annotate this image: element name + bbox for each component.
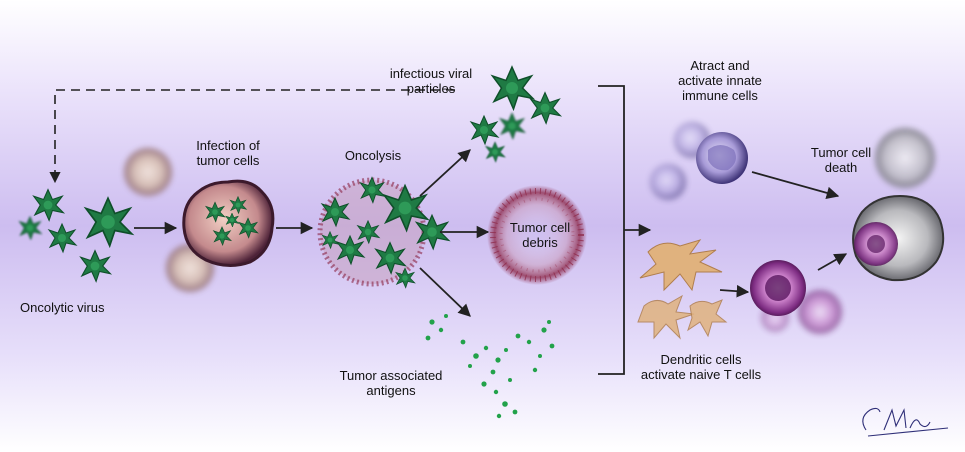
dying-tumor-cell [852, 194, 945, 282]
infected-tumor-cell [182, 179, 275, 267]
label-attract-line1: Atract and [690, 58, 750, 73]
tumor-antigen-dots [425, 314, 555, 419]
label-tumor-cell-debris: Tumor cell debris [500, 220, 580, 250]
label-antigens-line2: antigens [366, 383, 416, 398]
label-particles-line1: infectious viral [389, 66, 473, 81]
label-attract-innate-immune: Atract and activate innate immune cells [660, 58, 780, 103]
label-debris-line2: debris [522, 235, 558, 250]
label-dendritic-line2: activate naive T cells [640, 367, 762, 382]
label-death-line2: death [824, 160, 858, 175]
label-attract-line3: immune cells [682, 88, 758, 103]
label-tumor-associated-antigens: Tumor associated antigens [326, 368, 456, 398]
activated-t-cell [750, 260, 806, 316]
label-infection-line2: tumor cells [196, 153, 260, 168]
label-infectious-viral-particles: infectious viral particles [376, 66, 486, 96]
label-infection-of-tumor-cells: Infection of tumor cells [183, 138, 273, 168]
label-death-line1: Tumor cell [810, 145, 872, 160]
label-particles-line2: particles [406, 81, 456, 96]
innate-immune-cell [696, 132, 748, 184]
label-tumor-cell-death: Tumor cell death [796, 145, 886, 175]
label-dendritic-cells: Dendritic cells activate naive T cells [626, 352, 776, 382]
dendritic-cells [637, 239, 728, 340]
label-attract-line2: activate innate [678, 73, 762, 88]
label-infection-line1: Infection of [196, 138, 260, 153]
flow-arrows [134, 85, 848, 375]
oncolysis-cell [317, 176, 450, 289]
label-oncolysis: Oncolysis [344, 148, 402, 163]
tumor-cell-debris [487, 185, 587, 285]
label-oncolytic-virus: Oncolytic virus [20, 300, 105, 315]
label-antigens-line1: Tumor associated [339, 368, 443, 383]
label-debris-line1: Tumor cell [509, 220, 571, 235]
label-dendritic-line1: Dendritic cells [660, 352, 742, 367]
artist-signature [862, 407, 949, 437]
